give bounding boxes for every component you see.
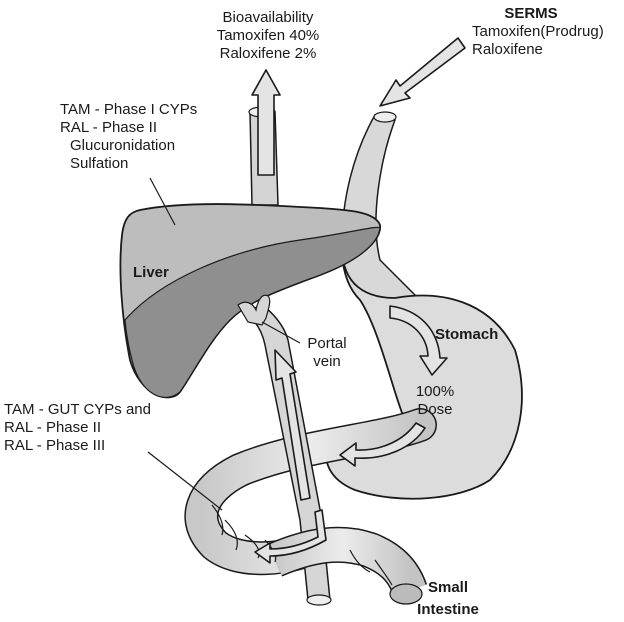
- stomach-arrow-2: [339, 422, 426, 467]
- bioavailability-raloxifene: Raloxifene 2%: [219, 45, 317, 62]
- liver-metabolism-glucuronidation: Glucuronidation: [70, 137, 176, 154]
- portal-vein-label-line2: vein: [313, 353, 341, 370]
- portal-vein-label-line1: Portal: [307, 335, 347, 352]
- serms-heading: SERMS: [504, 5, 558, 22]
- gut-metabolism-ral-phase3: RAL - Phase III: [4, 437, 106, 454]
- up-arrow-bioavailability: [251, 69, 281, 176]
- liver-metabolism-ral: RAL - Phase II: [60, 119, 157, 136]
- portal-vein-arrow: [274, 349, 311, 501]
- intestine-folds: [211, 504, 393, 586]
- liver-metabolism-label: TAM - Phase I CYPs RAL - Phase II Glucur…: [60, 101, 197, 173]
- dose-text: Dose: [417, 401, 453, 418]
- bioavailability-label: Bioavailability Tamoxifen 40% Raloxifene…: [208, 9, 328, 63]
- portal-vein-leader: [261, 321, 301, 344]
- gut-metabolism-ral-phase2: RAL - Phase II: [4, 419, 101, 436]
- dose-percent: 100%: [415, 383, 455, 400]
- gut-metabolism-label: TAM - GUT CYPs and RAL - Phase II RAL - …: [4, 401, 151, 455]
- dose-label: 100% Dose: [405, 383, 465, 419]
- small-intestine-label-line2: Intestine: [417, 601, 479, 618]
- portal-vein-label: Portal vein: [302, 335, 352, 371]
- stomach-arrow-1: [389, 305, 448, 376]
- intestine-end-opening: [389, 583, 423, 605]
- portal-vein-bottom-opening: [306, 594, 332, 606]
- serms-input-arrow: [379, 37, 466, 107]
- esophagus: [341, 114, 422, 301]
- serms-tamoxifen: Tamoxifen(Prodrug): [472, 23, 604, 40]
- liver-metabolism-leader: [149, 177, 176, 226]
- liver-shaded-lobe: [124, 226, 381, 399]
- gut-metabolism-leader: [147, 451, 223, 511]
- stomach-label: Stomach: [435, 326, 499, 343]
- leader-lines: [147, 177, 301, 511]
- serms-label: SERMS Tamoxifen(Prodrug) Raloxifene: [472, 5, 622, 59]
- bioavailability-tamoxifen: Tamoxifen 40%: [216, 27, 320, 44]
- portal-vein-fork: [237, 294, 271, 326]
- small-intestine-label-line1: Small: [427, 579, 469, 596]
- esophagus-opening: [373, 111, 397, 123]
- liver-metabolism-tam: TAM - Phase I CYPs: [60, 101, 198, 118]
- liver-label: Liver: [133, 264, 169, 281]
- arrows: [251, 37, 466, 564]
- gut-metabolism-tam: TAM - GUT CYPs and: [4, 401, 151, 418]
- liver-metabolism-sulfation: Sulfation: [70, 155, 129, 172]
- intestine-arrow: [254, 509, 327, 564]
- serms-raloxifene: Raloxifene: [472, 41, 543, 58]
- bioavailability-heading: Bioavailability: [222, 9, 314, 26]
- small-intestine-label: Small Intestine: [410, 579, 486, 619]
